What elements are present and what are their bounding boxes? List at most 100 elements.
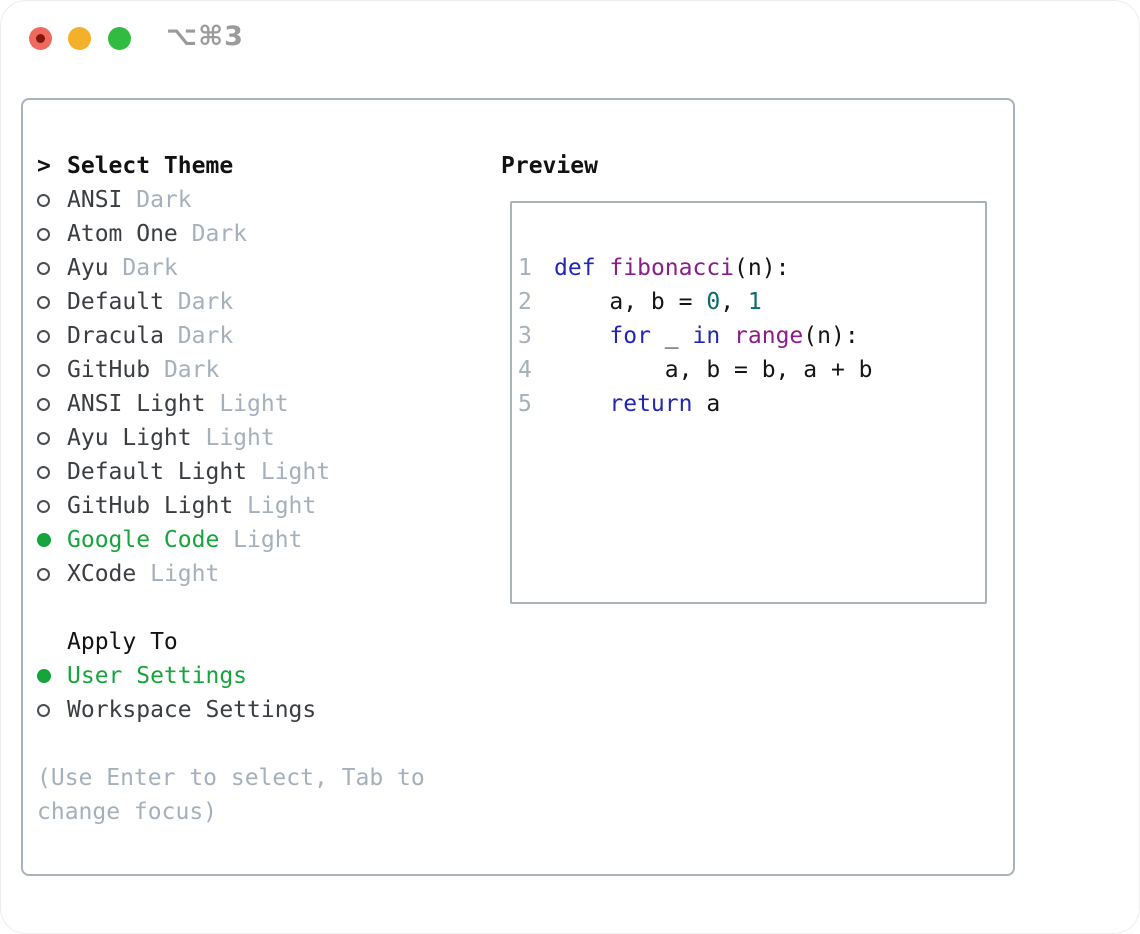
- line-number: 4: [518, 357, 532, 383]
- close-button-dot-icon: [36, 34, 45, 43]
- radio-icon: [37, 363, 67, 377]
- theme-item[interactable]: Ayu Light Light: [37, 421, 425, 455]
- line-number: 1: [518, 255, 532, 281]
- theme-variant-label: Dark: [177, 323, 234, 349]
- theme-item-label: Ayu: [67, 255, 109, 281]
- help-text-line1: (Use Enter to select, Tab to: [37, 765, 425, 791]
- code-segment-plain: [596, 251, 610, 285]
- theme-variant-label: Light: [205, 425, 275, 451]
- theme-item[interactable]: ANSI Dark: [37, 183, 425, 217]
- code-segment-plain: a, b =: [554, 289, 707, 315]
- preview-title: Preview: [501, 153, 598, 179]
- code-segment-keyword: in: [692, 323, 721, 349]
- spacer: [37, 591, 425, 625]
- window-title-shortcut: ⌥⌘3: [166, 21, 244, 52]
- radio-icon: [37, 567, 67, 581]
- theme-variant-label: Light: [260, 459, 331, 485]
- line-number: 2: [518, 289, 532, 315]
- theme-item[interactable]: Atom One Dark: [37, 217, 425, 251]
- theme-variant-label: Dark: [177, 289, 234, 315]
- theme-item-label: XCode: [67, 561, 137, 587]
- code-line: 3 for _ in range(n):: [518, 319, 985, 353]
- theme-variant-label: Dark: [136, 187, 192, 213]
- theme-item-label: Atom One: [67, 221, 178, 247]
- theme-item[interactable]: Default Dark: [37, 285, 425, 319]
- theme-item-label: Google Code: [67, 527, 220, 553]
- radio-icon: [37, 329, 67, 343]
- code-segment-plain: _: [650, 323, 693, 349]
- theme-item[interactable]: Google Code Light: [37, 523, 425, 557]
- code-line: 4 a, b = b, a + b: [518, 353, 985, 387]
- radio-icon: [37, 431, 67, 445]
- theme-item-label: Default Light: [67, 459, 248, 485]
- code-segment-number: 0: [706, 289, 721, 315]
- help-text-line2: change focus): [37, 799, 218, 825]
- code-line: 5 return a: [518, 387, 985, 421]
- radio-icon: [37, 295, 67, 309]
- code-segment-keyword: def: [554, 255, 596, 281]
- radio-selected-icon: [37, 533, 67, 547]
- close-button[interactable]: [29, 27, 52, 50]
- code-segment-function: fibonacci: [609, 255, 735, 281]
- zoom-button[interactable]: [108, 27, 131, 50]
- apply-option[interactable]: Workspace Settings: [37, 693, 425, 727]
- code-segment-number: 1: [747, 289, 762, 315]
- radio-icon: [37, 193, 67, 207]
- line-number: 3: [518, 323, 532, 349]
- code-segment-plain: a: [692, 391, 721, 417]
- radio-icon: [37, 227, 67, 241]
- radio-icon: [37, 703, 67, 717]
- select-theme-header: > Select Theme: [37, 149, 425, 183]
- apply-option[interactable]: User Settings: [37, 659, 425, 693]
- theme-item[interactable]: ANSI Light Light: [37, 387, 425, 421]
- radio-icon: [37, 499, 67, 513]
- theme-item[interactable]: GitHub Dark: [37, 353, 425, 387]
- theme-item-label: ANSI: [67, 187, 123, 213]
- code-segment-plain: [720, 319, 734, 353]
- code-segment-keyword: for: [609, 323, 651, 349]
- theme-item[interactable]: GitHub Light Light: [37, 489, 425, 523]
- apply-option-label: Workspace Settings: [67, 697, 317, 723]
- code-segment-plain: [554, 387, 609, 421]
- theme-variant-label: Light: [219, 391, 289, 417]
- help-text: (Use Enter to select, Tab to change focu…: [37, 761, 425, 829]
- theme-variant-label: Light: [247, 493, 317, 519]
- radio-icon: [37, 465, 67, 479]
- apply-option-label: User Settings: [67, 663, 248, 689]
- code-segment-keyword: return: [609, 391, 693, 417]
- line-number: 5: [518, 391, 532, 417]
- theme-item-label: GitHub Light: [67, 493, 234, 519]
- theme-variant-label: Dark: [163, 357, 220, 383]
- theme-item-label: Ayu Light: [67, 425, 192, 451]
- focus-caret-icon: >: [37, 153, 51, 179]
- theme-variant-label: Light: [233, 527, 303, 553]
- apply-to-title: Apply To: [67, 629, 178, 655]
- theme-item-label: ANSI Light: [67, 391, 206, 417]
- radio-icon: [37, 261, 67, 275]
- code-line: 2 a, b = 0, 1: [518, 285, 985, 319]
- code-line: 1 def fibonacci(n):: [518, 251, 985, 285]
- code-segment-plain: (n):: [734, 255, 790, 281]
- theme-item[interactable]: Ayu Dark: [37, 251, 425, 285]
- minimize-button[interactable]: [68, 27, 91, 50]
- theme-item-label: GitHub: [67, 357, 151, 383]
- code-segment-plain: ,: [720, 289, 748, 315]
- radio-icon: [37, 397, 67, 411]
- code-segment-plain: a, b = b, a + b: [554, 357, 873, 383]
- theme-variant-label: Dark: [122, 255, 178, 281]
- spacer: [37, 727, 425, 761]
- apply-to-header: Apply To: [37, 625, 425, 659]
- radio-selected-icon: [37, 669, 67, 683]
- theme-item-label: Default: [67, 289, 164, 315]
- theme-item[interactable]: Default Light Light: [37, 455, 425, 489]
- theme-variant-label: Dark: [191, 221, 248, 247]
